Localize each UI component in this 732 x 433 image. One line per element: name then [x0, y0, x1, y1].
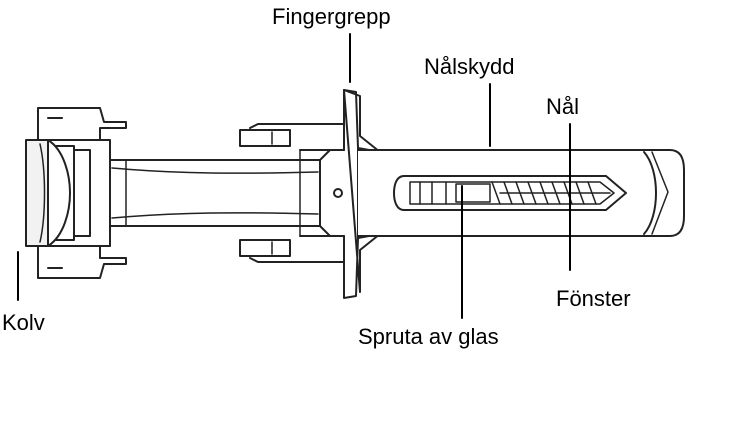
- plunger-rod: [109, 159, 321, 227]
- label-fingergrepp: Fingergrepp: [272, 4, 391, 29]
- label-kolv: Kolv: [2, 310, 45, 335]
- label-fonster: Fönster: [556, 286, 631, 311]
- viewing-window: [393, 175, 627, 211]
- label-nalskydd: Nålskydd: [424, 54, 515, 79]
- label-spruta: Spruta av glas: [358, 324, 499, 349]
- label-nal: Nål: [546, 94, 580, 119]
- plunger-head: [25, 107, 127, 279]
- guard-tabs: [239, 123, 345, 263]
- leader-lines: [17, 33, 571, 319]
